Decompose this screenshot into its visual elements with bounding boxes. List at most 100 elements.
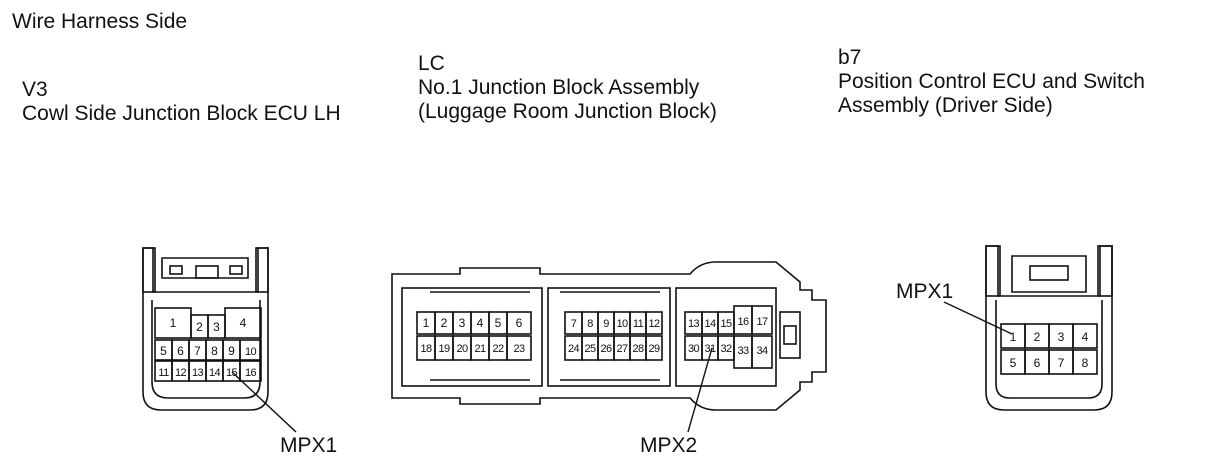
lc-connector xyxy=(391,261,827,411)
lc-name-line1: No.1 Junction Block Assembly xyxy=(418,76,700,99)
v3-top-tab-left xyxy=(169,265,183,275)
v3-left-latch xyxy=(142,247,156,293)
b7-pin-cells xyxy=(1000,323,1098,375)
lc-pin-cell-17 xyxy=(751,305,773,335)
v3-top-key xyxy=(195,265,219,279)
v3-inner-shell xyxy=(151,300,261,399)
lc-pin-27: 27 xyxy=(616,343,628,355)
b7-callout-leader xyxy=(943,301,1013,335)
v3-pin-9: 9 xyxy=(228,344,235,358)
lc-side-lock xyxy=(779,311,801,359)
lc-pin-cell-12 xyxy=(645,311,663,335)
b7-pin-labels: 1 2 3 4 5 6 7 8 xyxy=(1010,330,1089,370)
lc-pin-10: 10 xyxy=(616,318,628,330)
b7-top-lock xyxy=(1011,255,1087,293)
v3-pin-cell-10 xyxy=(239,339,262,361)
lc-pin-22: 22 xyxy=(492,343,504,355)
v3-pin-11: 11 xyxy=(158,367,169,379)
v3-pin-14: 14 xyxy=(209,367,221,379)
lc-pin-29: 29 xyxy=(648,343,660,355)
b7-inner-shell xyxy=(995,300,1103,399)
lc-pin-8: 8 xyxy=(587,318,593,330)
v3-pin-2: 2 xyxy=(196,320,203,334)
lc-pin-25: 25 xyxy=(584,343,596,355)
b7-pin-7: 7 xyxy=(1058,356,1065,370)
lc-pin-15: 15 xyxy=(720,318,732,330)
lc-pin-30: 30 xyxy=(688,343,700,355)
v3-pin-1: 1 xyxy=(170,316,177,330)
b7-pin-5: 5 xyxy=(1010,356,1017,370)
lc-pin-28: 28 xyxy=(632,343,644,355)
lc-pin-11: 11 xyxy=(633,318,644,330)
v3-pin-labels: 1 2 3 4 5 6 7 8 9 10 11 12 13 14 15 16 xyxy=(158,316,257,379)
b7-pin-cell-8 xyxy=(1072,349,1098,375)
b7-top-key xyxy=(1029,265,1069,281)
v3-right-latch xyxy=(255,247,269,293)
v3-pin-cell-16 xyxy=(239,360,262,382)
lc-pin-cell-6 xyxy=(506,311,532,335)
lc-pin-34: 34 xyxy=(756,345,768,357)
view-label: Wire Harness Side xyxy=(12,10,187,33)
v3-pin-5: 5 xyxy=(160,344,167,358)
lc-side-lock-key xyxy=(783,325,797,345)
lc-pin-31: 31 xyxy=(704,343,716,355)
lc-name-line2: (Luggage Room Junction Block) xyxy=(418,100,717,123)
v3-pin-15: 15 xyxy=(226,367,238,379)
v3-top-lock xyxy=(161,257,249,279)
v3-pin-13: 13 xyxy=(192,367,204,379)
lc-pin-13: 13 xyxy=(688,318,700,330)
lc-pin-16: 16 xyxy=(737,316,749,328)
lc-pin-6: 6 xyxy=(516,316,523,330)
b7-pin-cell-4 xyxy=(1072,323,1098,349)
lc-callout-label: MPX2 xyxy=(640,434,697,457)
v3-pin-8: 8 xyxy=(211,344,218,358)
lc-pin-cell-29 xyxy=(645,335,663,361)
b7-pin-1: 1 xyxy=(1010,330,1017,344)
b7-name-line2: Assembly (Driver Side) xyxy=(838,94,1053,117)
v3-pin-3: 3 xyxy=(213,320,220,334)
lc-pin-18: 18 xyxy=(420,343,432,355)
v3-pin-10: 10 xyxy=(245,346,257,358)
v3-pin-cell-4 xyxy=(224,307,262,339)
lc-right-frame xyxy=(675,287,777,387)
v3-pin-4: 4 xyxy=(240,316,247,330)
lc-pin-1: 1 xyxy=(423,316,430,330)
b7-pin-4: 4 xyxy=(1082,330,1089,344)
b7-right-latch xyxy=(1097,245,1113,297)
v3-pin-12: 12 xyxy=(175,367,187,379)
lc-pin-2: 2 xyxy=(441,316,448,330)
lc-housing xyxy=(391,261,827,411)
v3-top-tab-right xyxy=(229,265,243,275)
v3-name: Cowl Side Junction Block ECU LH xyxy=(22,102,341,125)
b7-pin-3: 3 xyxy=(1058,330,1065,344)
b7-pin-6: 6 xyxy=(1034,356,1041,370)
lc-pin-26: 26 xyxy=(600,343,612,355)
v3-callout-label: MPX1 xyxy=(280,434,337,457)
lc-middle-frame xyxy=(547,287,671,387)
lc-pin-14: 14 xyxy=(704,318,716,330)
lc-pin-9: 9 xyxy=(603,318,609,330)
lc-pin-5: 5 xyxy=(495,316,502,330)
lc-pin-labels: 1 2 3 4 5 6 7 8 9 10 11 12 13 14 15 16 1… xyxy=(420,316,768,357)
lc-pin-32: 32 xyxy=(720,343,732,355)
v3-pin-16: 16 xyxy=(245,367,257,379)
b7-pin-8: 8 xyxy=(1082,356,1089,370)
v3-pin-6: 6 xyxy=(177,344,184,358)
lc-pin-20: 20 xyxy=(456,343,468,355)
lc-code: LC xyxy=(418,52,445,75)
lc-pin-3: 3 xyxy=(459,316,466,330)
lc-pin-cells xyxy=(416,305,773,369)
lc-pin-23: 23 xyxy=(513,343,525,355)
lc-pin-19: 19 xyxy=(438,343,450,355)
lc-callout-leader xyxy=(687,347,713,433)
b7-code: b7 xyxy=(838,46,861,69)
v3-code: V3 xyxy=(22,78,48,101)
lc-pin-12: 12 xyxy=(648,318,660,330)
b7-callout-label: MPX1 xyxy=(896,280,953,303)
b7-left-latch xyxy=(985,245,1001,297)
lc-pin-33: 33 xyxy=(737,345,749,357)
lc-pin-cell-34 xyxy=(751,335,773,369)
b7-name-line1: Position Control ECU and Switch xyxy=(838,70,1145,93)
v3-pin-7: 7 xyxy=(194,344,201,358)
